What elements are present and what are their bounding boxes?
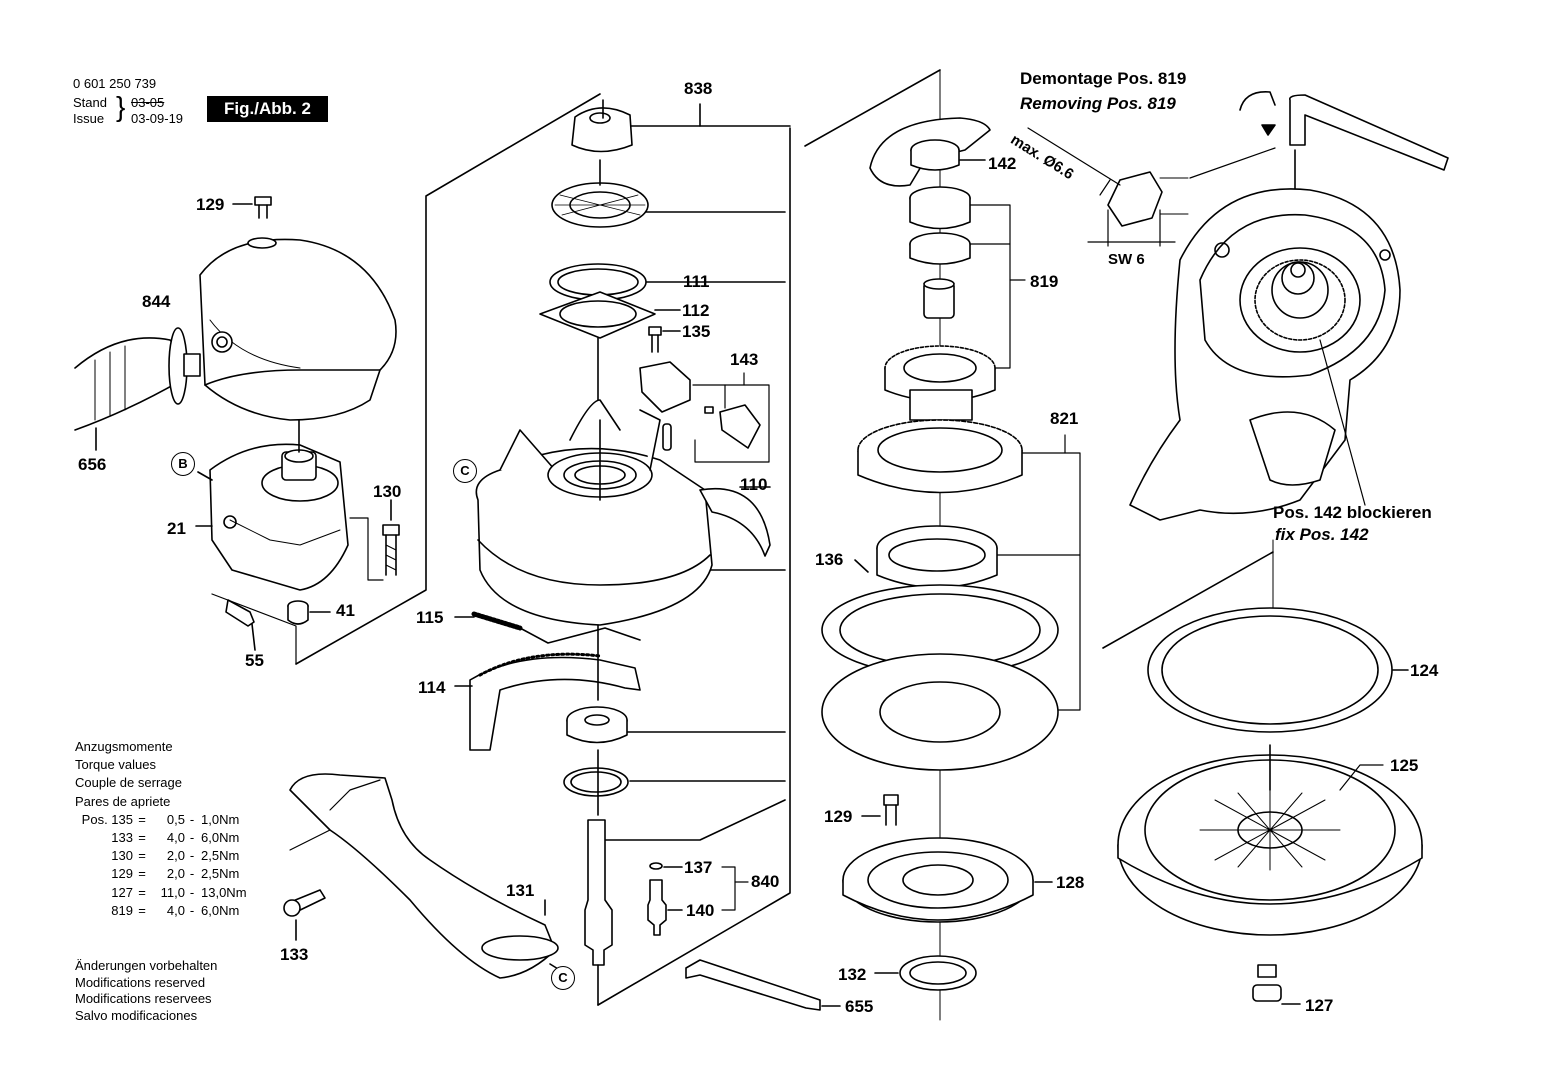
torque-dash: - (189, 884, 195, 900)
torque-pos: 819 (111, 902, 133, 918)
torque-max: 2,5Nm (201, 866, 240, 882)
stand-date: 03-05 (131, 95, 165, 110)
reference-marker-b: B (171, 452, 195, 476)
callout-115: 115 (416, 608, 444, 627)
torque-min: 2,0 (166, 848, 185, 864)
callout-127: 127 (1305, 996, 1334, 1015)
callout-132: 132 (838, 965, 867, 984)
changes-note-de: Änderungen vorbehalten (75, 958, 218, 973)
wrench-size-label: SW 6 (1108, 251, 1145, 268)
reference-marker-c-bottom: C (551, 966, 575, 990)
torque-eq: = (138, 848, 146, 864)
issue-date: 03-09-19 (131, 111, 184, 126)
torque-max: 13,0Nm (201, 884, 247, 900)
fix-note-en: fix Pos. 142 (1275, 525, 1369, 544)
callout-128: 128 (1056, 873, 1085, 892)
callout-129-right: 129 (824, 807, 853, 826)
callout-111: 111 (683, 272, 710, 291)
torque-row: 133 = 4,0-6,0Nm (75, 829, 251, 847)
callout-41: 41 (336, 601, 355, 620)
callout-112: 112 (682, 301, 710, 320)
torque-max: 6,0Nm (201, 902, 240, 918)
torque-row: Pos. 135 = 0,5-1,0Nm (75, 811, 251, 829)
callout-840: 840 (751, 872, 780, 891)
torque-title-en: Torque values (75, 757, 156, 773)
torque-pos: 127 (111, 884, 133, 900)
torque-eq: = (138, 830, 146, 846)
callout-55: 55 (245, 651, 264, 670)
issue-label: Issue (73, 111, 105, 126)
torque-row: 819 = 4,0-6,0Nm (75, 902, 251, 920)
figure-badge: Fig./Abb. 2 (207, 96, 328, 122)
removal-title-en: Removing Pos. 819 (1020, 94, 1176, 113)
removal-title-de: Demontage Pos. 819 (1020, 69, 1187, 88)
callout-130: 130 (373, 482, 402, 501)
callout-131: 131 (506, 881, 535, 900)
brace-icon: } (116, 91, 126, 122)
stand-label: Stand (73, 95, 107, 110)
callout-821: 821 (1050, 409, 1079, 428)
fix-note-de: Pos. 142 blockieren (1273, 503, 1432, 522)
torque-min: 2,0 (166, 866, 185, 882)
torque-eq: = (138, 884, 146, 900)
torque-dash: - (189, 830, 195, 846)
torque-eq: = (138, 902, 146, 918)
torque-title-de: Anzugsmomente (75, 739, 173, 754)
changes-note-fr: Modifications reservees (75, 991, 212, 1006)
torque-max: 1,0Nm (201, 811, 240, 827)
part-number: 0 601 250 739 (73, 76, 157, 91)
torque-pos: 133 (111, 830, 133, 846)
callout-140: 140 (686, 901, 715, 920)
callout-133: 133 (280, 945, 309, 964)
callout-656: 656 (78, 455, 107, 474)
callout-21: 21 (167, 519, 186, 538)
callout-124: 124 (1410, 661, 1439, 680)
torque-eq: = (138, 811, 146, 827)
changes-note: Änderungen vorbehalten Modifications res… (75, 958, 217, 1024)
changes-note-en: Modifications reserved (75, 974, 206, 990)
callout-125: 125 (1390, 756, 1419, 775)
changes-note-es: Salvo modificaciones (75, 1007, 198, 1023)
torque-title-es: Pares de apriete (75, 793, 171, 809)
callout-114: 114 (418, 678, 446, 697)
torque-dash: - (189, 866, 195, 882)
callout-110: 110 (740, 475, 768, 494)
torque-max: 6,0Nm (201, 830, 240, 846)
callout-142: 142 (988, 154, 1017, 173)
torque-row: 127 = 11,0-13,0Nm (75, 884, 251, 902)
callout-844: 844 (142, 292, 171, 311)
torque-max: 2,5Nm (201, 848, 240, 864)
torque-dash: - (189, 811, 195, 827)
torque-pos: Pos. 135 (81, 811, 133, 827)
torque-min: 4,0 (166, 902, 185, 918)
callout-838: 838 (684, 79, 713, 98)
reference-marker-c-top: C (453, 459, 477, 483)
torque-pos: 129 (111, 866, 133, 882)
callout-143: 143 (730, 350, 759, 369)
torque-eq: = (138, 866, 146, 882)
callout-136: 136 (815, 550, 844, 569)
torque-row: 129 = 2,0-2,5Nm (75, 865, 251, 883)
torque-title-fr: Couple de serrage (75, 775, 182, 791)
callout-129-left: 129 (196, 195, 225, 214)
torque-pos: 130 (111, 848, 133, 864)
torque-min: 0,5 (166, 811, 185, 827)
torque-dash: - (189, 902, 195, 918)
callout-655: 655 (845, 997, 874, 1016)
torque-min: 4,0 (166, 830, 185, 846)
callout-137: 137 (684, 858, 713, 877)
torque-dash: - (189, 848, 195, 864)
torque-row: 130 = 2,0-2,5Nm (75, 847, 251, 865)
callout-135: 135 (682, 322, 711, 341)
torque-table: Anzugsmomente Torque values Couple de se… (75, 738, 251, 920)
torque-min: 11,0 (160, 884, 185, 900)
callout-819: 819 (1030, 272, 1059, 291)
